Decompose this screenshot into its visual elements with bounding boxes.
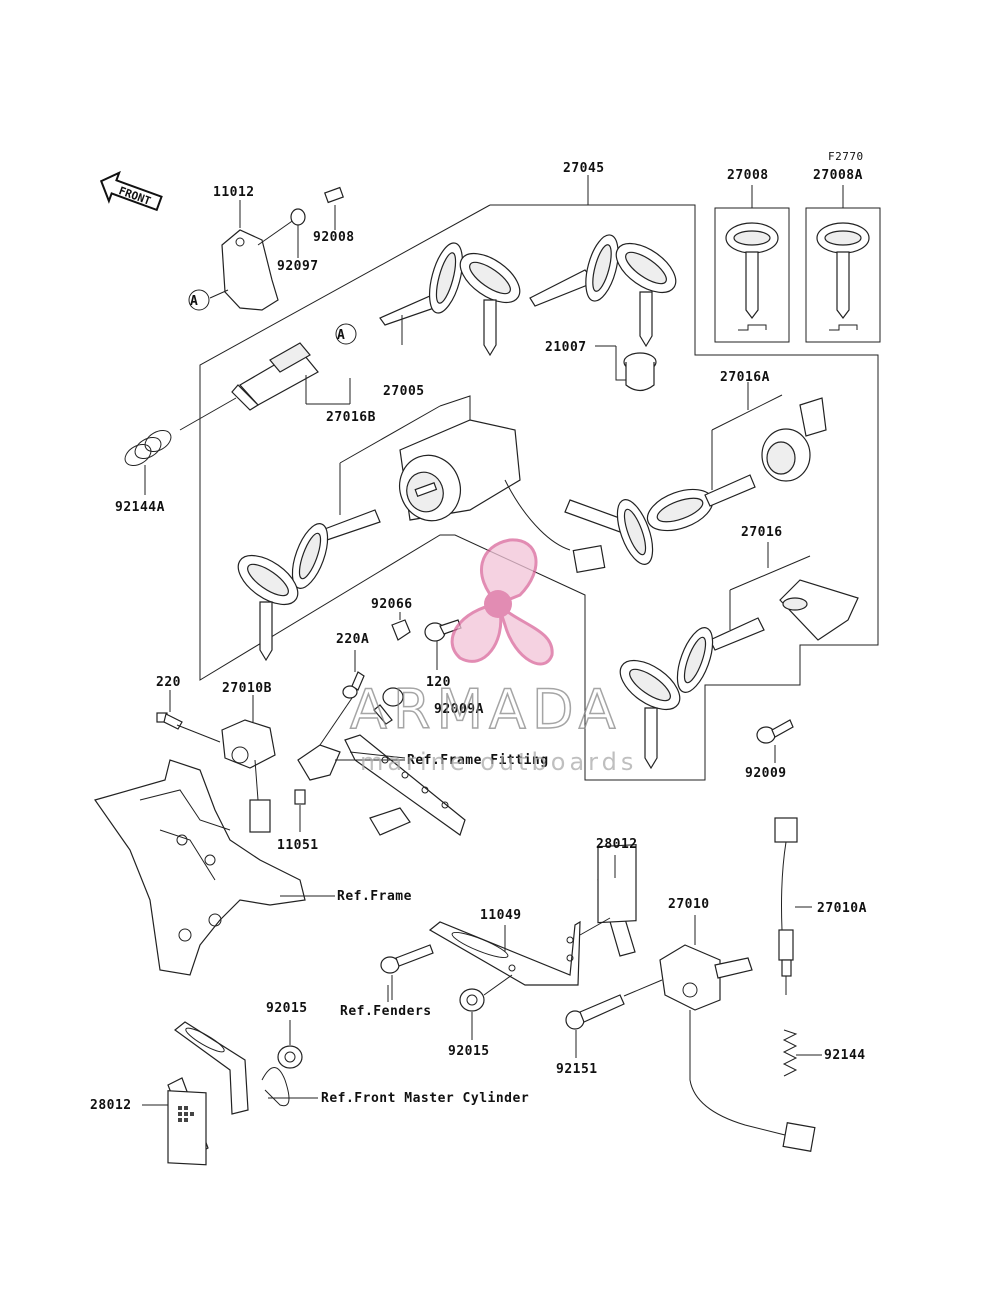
bracket-11049 — [428, 917, 611, 986]
lock-cylinder-27016B — [179, 342, 351, 431]
cap-92066 — [391, 612, 411, 641]
lock-27016 — [729, 542, 859, 641]
watermark-tagline: marine outboards — [360, 748, 637, 776]
bracket-plate-11012 — [188, 200, 299, 311]
lock-cap-21007 — [595, 345, 657, 392]
ref-frame-fitting: Ref.Frame Fitting — [407, 753, 549, 768]
key-blank-27008A — [805, 185, 881, 343]
key-pair-27016A — [564, 474, 756, 565]
label-27010: 27010 — [668, 897, 710, 912]
label-92151: 92151 — [556, 1062, 598, 1077]
callout-a-2: A — [337, 328, 345, 343]
figure-code: F2770 — [828, 150, 864, 163]
label-120: 120 — [426, 675, 451, 690]
key-pair-top-left — [379, 242, 521, 357]
callout-a-1: A — [190, 294, 198, 309]
label-92144A: 92144A — [115, 500, 165, 515]
label-92009: 92009 — [745, 766, 787, 781]
callout-a-2-circle — [335, 323, 357, 345]
front-arrow-icon: FRONT — [99, 170, 163, 212]
label-27016B: 27016B — [326, 410, 376, 425]
watermark-brand: ARMADA — [350, 678, 622, 741]
nut-92015-low — [277, 1020, 303, 1069]
leader-lines — [268, 759, 405, 1099]
label-220A: 220A — [336, 632, 369, 647]
ref-frame: Ref.Frame — [337, 889, 412, 904]
spring-92144A — [124, 430, 172, 495]
label-92009A: 92009A — [434, 702, 484, 717]
ignition-switch-27005 — [339, 395, 606, 573]
watermark: ARMADA marine outboards — [349, 538, 637, 776]
label-92008: 92008 — [313, 230, 355, 245]
screw-92009A — [373, 687, 404, 725]
bracket-11051 — [294, 697, 353, 832]
reference-labels: Ref.Frame Fitting Ref.Frame Ref.Fenders … — [321, 753, 549, 1106]
label-21007: 21007 — [545, 340, 587, 355]
part-labels: 27045 27008 27008A 11012 92008 92097 210… — [90, 161, 867, 1113]
label-92066: 92066 — [371, 597, 413, 612]
ref-front-master-cylinder: Ref.Front Master Cylinder — [321, 1091, 529, 1106]
label-92144: 92144 — [824, 1048, 866, 1063]
spring-92144 — [782, 1029, 822, 1077]
label-11012: 11012 — [213, 185, 255, 200]
switch-27010B — [176, 695, 276, 833]
screw-120 — [424, 619, 462, 670]
label-220: 220 — [156, 675, 181, 690]
label-28012-low: 28012 — [90, 1098, 132, 1113]
ref-fenders: Ref.Fenders — [340, 1004, 432, 1019]
bolt-92008 — [324, 186, 344, 230]
label-11051: 11051 — [277, 838, 319, 853]
washer-92097 — [290, 208, 306, 258]
label-92015-mid: 92015 — [448, 1044, 490, 1059]
propeller-logo-icon — [450, 538, 554, 666]
bolt-92151 — [565, 979, 663, 1058]
label-27016: 27016 — [741, 525, 783, 540]
bracket-lower — [174, 1021, 318, 1115]
sensor-27010A — [774, 817, 812, 995]
pad-28012-low — [142, 1077, 209, 1166]
label-27008A: 27008A — [813, 168, 863, 183]
label-92097: 92097 — [277, 259, 319, 274]
label-27010A: 27010A — [817, 901, 867, 916]
bolt-fenders — [380, 944, 434, 1000]
label-27008: 27008 — [727, 168, 769, 183]
lock-27016A — [711, 382, 827, 490]
key-pair-27016 — [619, 617, 765, 770]
label-27045: 27045 — [563, 161, 605, 176]
label-11049: 11049 — [480, 908, 522, 923]
label-27005: 27005 — [383, 384, 425, 399]
key-blank-27008 — [714, 185, 790, 343]
pad-28012-top — [597, 844, 637, 957]
label-28012-top: 28012 — [596, 837, 638, 852]
label-92015-low: 92015 — [266, 1001, 308, 1016]
screw-92009 — [756, 719, 794, 763]
nut-92015-mid — [459, 974, 513, 1040]
kit-outline — [199, 175, 879, 781]
label-27010B: 27010B — [222, 681, 272, 696]
key-pair-27005 — [237, 509, 381, 662]
key-pair-top-right — [529, 234, 677, 348]
label-27016A: 27016A — [720, 370, 770, 385]
screw-220A — [342, 650, 365, 699]
brake-switch-27010 — [659, 915, 816, 1152]
bolt-220 — [156, 690, 183, 730]
